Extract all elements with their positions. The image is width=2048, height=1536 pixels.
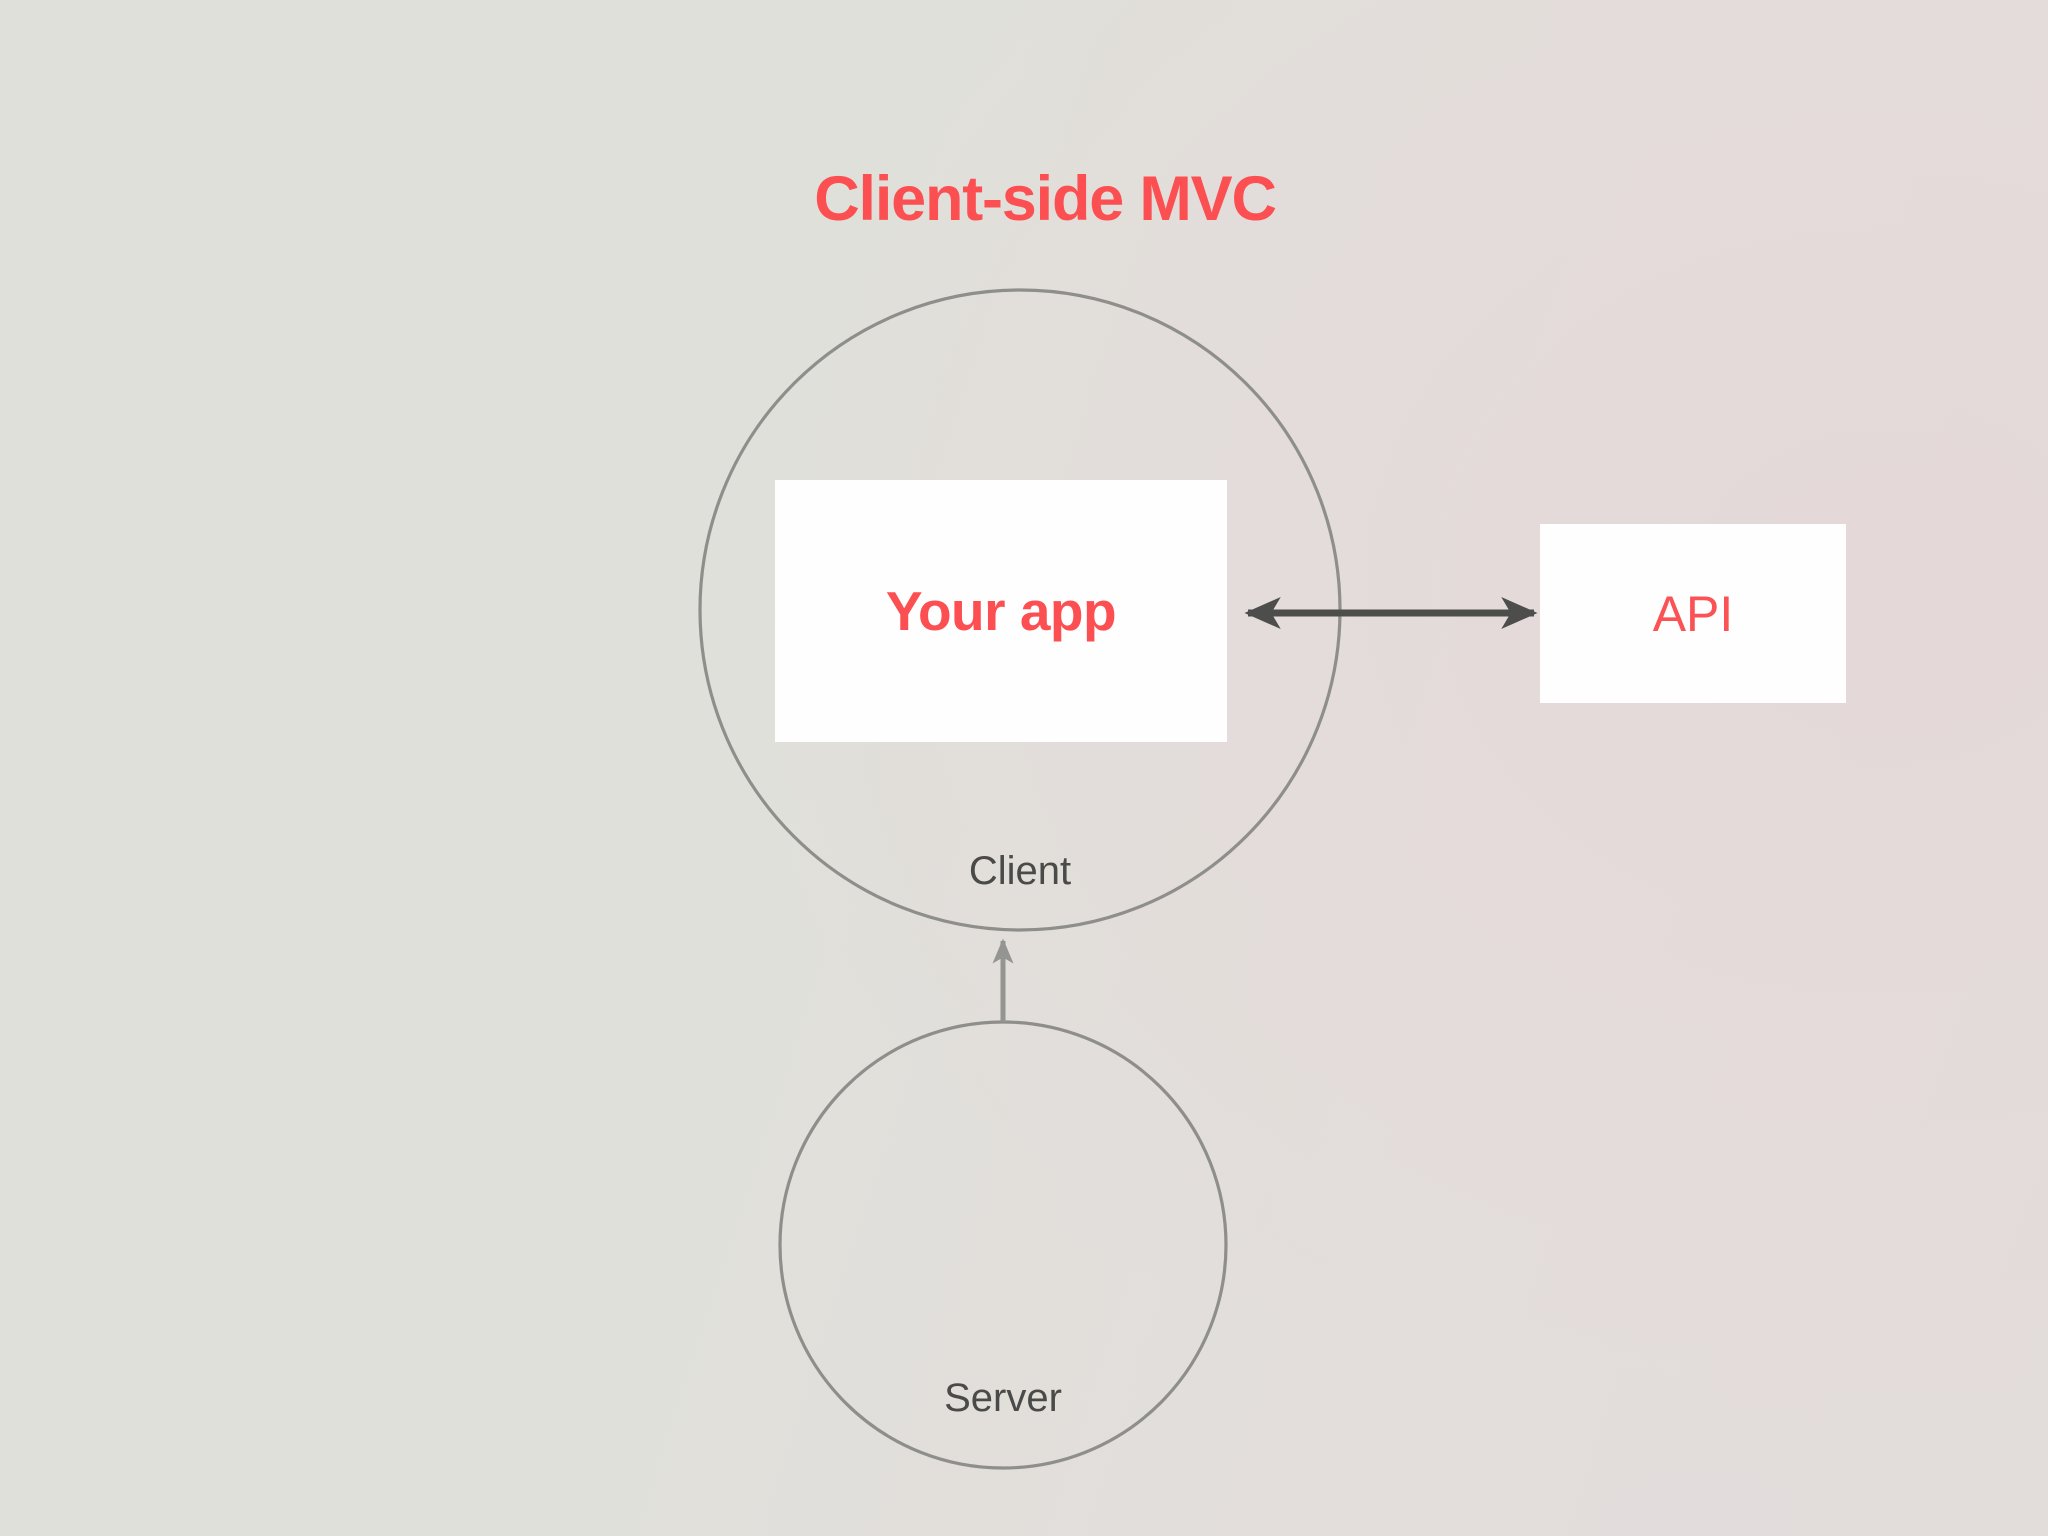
client-zone-label: Client bbox=[968, 849, 1072, 893]
server-zone-label: Server bbox=[944, 1376, 1062, 1420]
page-title: Client-side MVC bbox=[814, 164, 1277, 234]
your-app-label: Your app bbox=[885, 580, 1117, 642]
api-label: API bbox=[1652, 585, 1734, 642]
api-node[interactable]: API bbox=[1540, 524, 1846, 703]
your-app-node[interactable]: Your app bbox=[775, 480, 1227, 742]
